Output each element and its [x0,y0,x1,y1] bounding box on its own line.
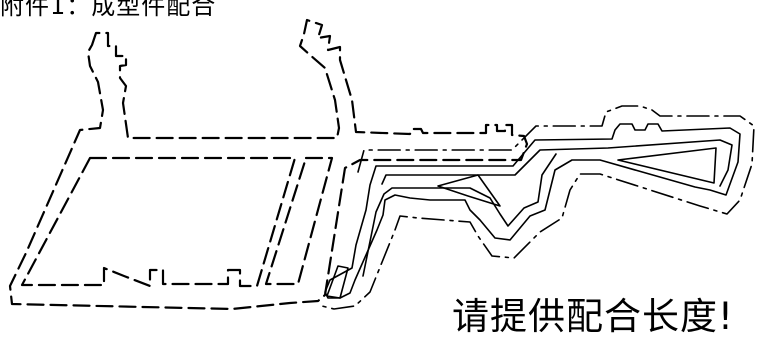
inner-dashed-panel-right [264,156,334,286]
diagram-canvas: 附件1：成型件配合 请提供配合长度! [0,0,755,338]
outer-dashdot-profile [317,105,755,310]
triangle-feature-mid [437,174,501,207]
solid-profile [324,123,741,299]
solid-inner-channel [362,153,557,277]
solid-inner-return [381,139,733,187]
outer-dashed-profile [8,18,529,311]
triangle-feature-right [617,147,717,184]
inner-dashed-panel-left [20,156,297,288]
bottom-caption: 请提供配合长度! [452,295,734,338]
top-caption: 附件1：成型件配合 [0,0,217,20]
pin-feature [326,265,349,299]
profile-drawing [8,18,755,311]
